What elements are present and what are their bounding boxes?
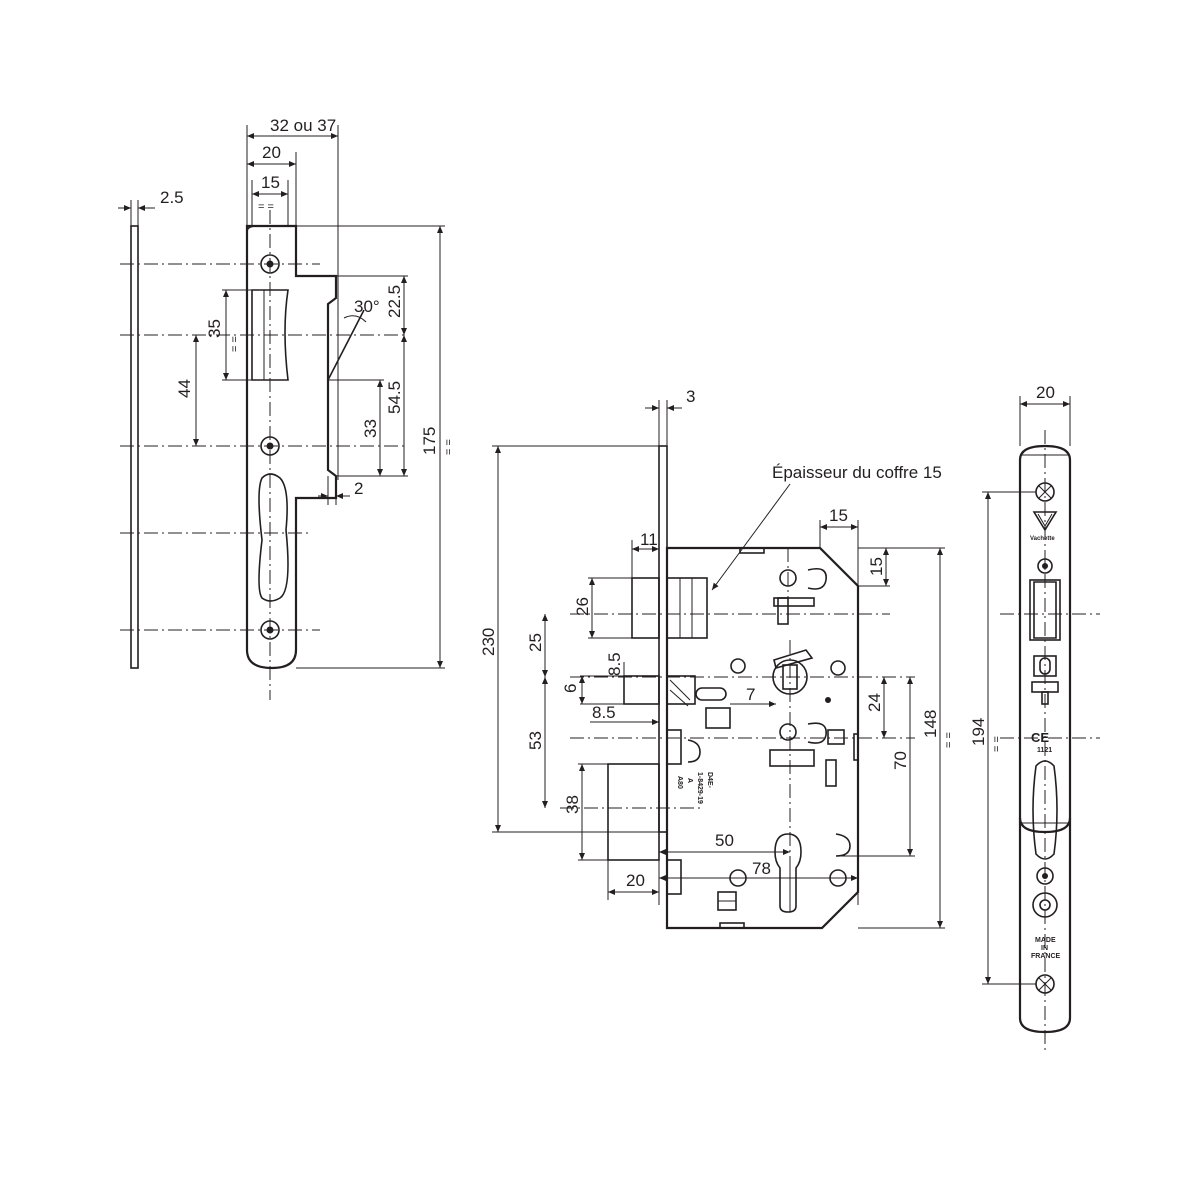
screw-hole-top [260,254,280,274]
stamp-line3: A [686,778,693,783]
stamp-line2: 1-8429-19 [696,772,703,804]
dim-angle: 30° [354,297,380,316]
bolt-window [1032,760,1058,860]
svg-text:= =: = = [443,439,455,455]
dim-15-side: 15 [867,557,886,576]
dim-width-15: 15 [261,173,280,192]
dim-length-175: 175 [420,427,439,455]
dim-7: 7 [746,685,755,704]
dim-148: 148 [921,710,940,738]
dim-6: 6 [561,684,580,693]
dim-24: 24 [865,693,884,712]
made-in-line3: FRANCE [1031,953,1060,960]
dim-total-width: 32 ou 37 [270,116,336,135]
dim-20: 20 [626,871,645,890]
made-in-line2: IN [1041,945,1048,952]
dim-70: 70 [891,751,910,770]
strike-plate-view: 2.5 32 ou 37 20 15 = = 35 = = 44 30° 22.… [118,116,455,700]
dim-38: 38 [563,795,582,814]
dim-26: 26 [573,597,592,616]
dim-spacing-44: 44 [175,379,194,398]
faceplate-length-194: 194 [969,718,988,746]
strike-plate-outline [245,224,338,670]
dim-25: 25 [526,633,545,652]
ce-mark: CE [1031,730,1049,745]
svg-text:= =: = = [258,201,274,213]
dim-78-label: 78 [752,859,771,878]
svg-text:= =: = = [943,732,955,748]
brand-label: Vachette [1030,536,1055,542]
dim-11: 11 [640,530,658,549]
latch-bolt [631,577,660,639]
dim-230: 230 [479,628,498,656]
svg-text:= =: = = [229,336,241,352]
bolt-opening [258,473,289,602]
stamp-line1: D4E- [706,772,713,789]
dim-offset-33: 33 [361,419,380,438]
dim-offset-22-5: 22.5 [385,285,404,318]
dim-front-thickness: 3 [686,387,695,406]
dim-offset-54-5: 54.5 [385,381,404,414]
dim-8-5-bottom: 8.5 [592,703,616,722]
stamp-line4: A80 [676,776,683,789]
dim-53: 53 [526,731,545,750]
dim-15-top: 15 [829,506,848,525]
svg-text:= =: = = [991,736,1003,752]
dim-thickness: 2.5 [160,188,184,207]
faceplate-view: Vachette CE 1121 MADE IN FRANCE [969,383,1100,1052]
dim-8-5-top: 8.5 [605,652,624,676]
faceplate-width: 20 [1036,383,1055,402]
dim-50: 50 [715,831,734,850]
dim-width-20: 20 [262,143,281,162]
dim-height-35: 35 [205,319,224,338]
strike-side-profile [130,225,139,669]
latch-opening [251,289,289,381]
dim-gap-2: 2 [354,479,363,498]
case-thickness-label: Épaisseur du coffre 15 [772,463,942,482]
